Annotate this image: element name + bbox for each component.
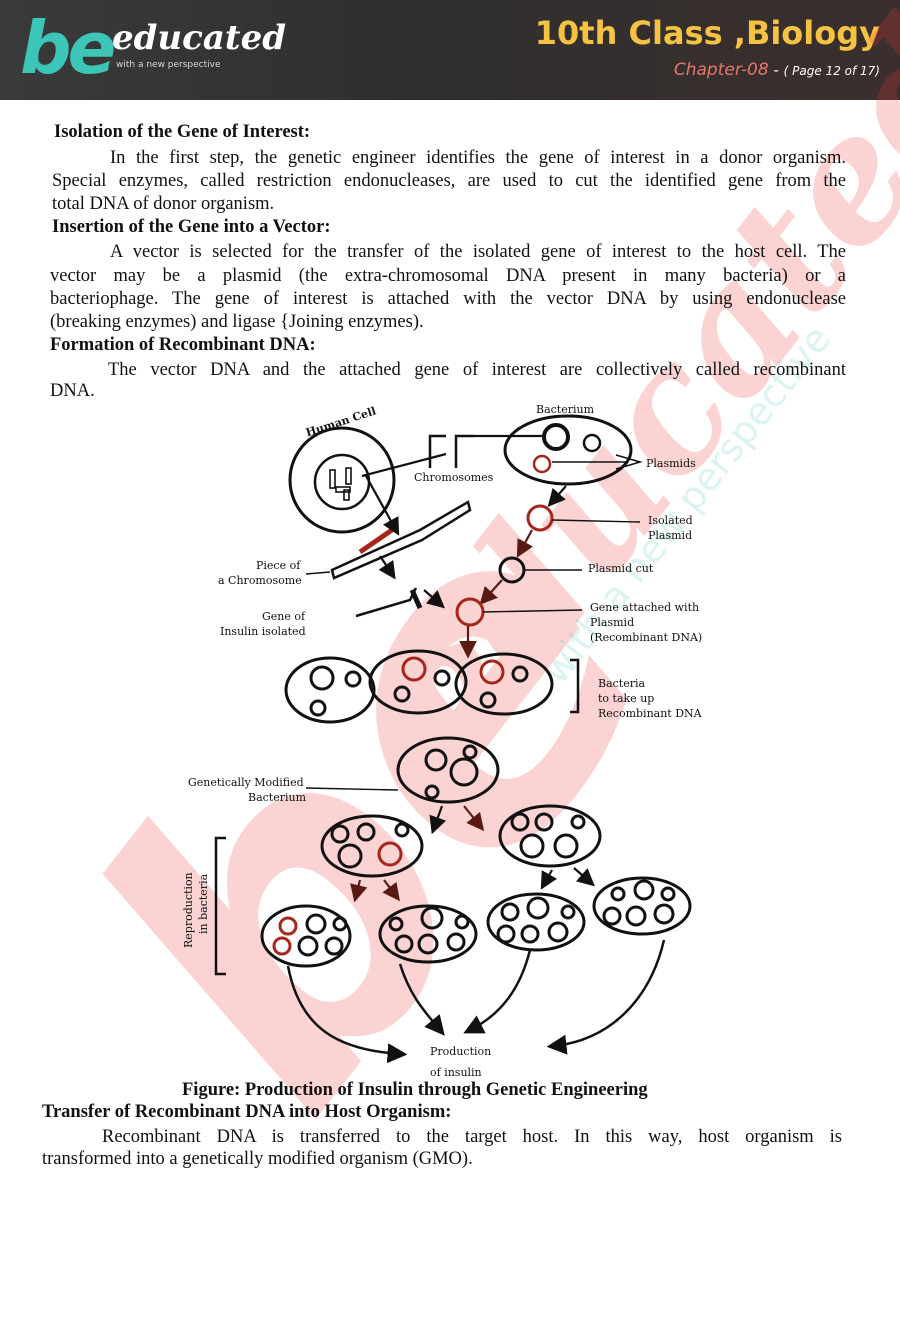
plasmid-cut <box>500 558 524 582</box>
label-isolated-plasmid-1: Isolated <box>648 514 693 527</box>
insulin-gene <box>356 588 416 616</box>
bacterium-gen3-4 <box>594 878 690 934</box>
isolated-plasmid <box>528 506 552 530</box>
label-piece-chromosome-2: a Chromosome <box>218 574 302 587</box>
label-bacteria-take-3: Recombinant DNA <box>598 707 703 720</box>
chromosome-piece <box>332 502 470 578</box>
label-chromosomes: Chromosomes <box>414 471 494 484</box>
label-gene-insulin-2: Insulin isolated <box>220 625 306 638</box>
cell-nucleus <box>315 455 369 509</box>
bacterium-row-1 <box>286 658 374 722</box>
label-gene-insulin-1: Gene of <box>262 610 306 623</box>
label-piece-chromosome-1: Piece of <box>256 559 301 572</box>
label-bacterium: Bacterium <box>536 403 595 416</box>
label-bacteria-take-1: Bacteria <box>598 677 646 690</box>
label-gm-bacterium-1: Genetically Modified <box>188 776 304 789</box>
bacterium-row-3 <box>456 654 552 714</box>
label-plasmid-cut: Plasmid cut <box>588 562 654 575</box>
label-isolated-plasmid-2: Plasmid <box>648 529 692 542</box>
label-reproduction-1: Reproduction <box>182 872 195 948</box>
label-plasmids: Plasmids <box>646 457 696 470</box>
recombinant-plasmid <box>457 599 483 625</box>
label-bacteria-take-2: to take up <box>598 692 654 705</box>
label-gene-attached-1: Gene attached with <box>590 601 699 614</box>
label-gm-bacterium-2: Bacterium <box>248 791 307 804</box>
bacterium-top <box>505 416 631 484</box>
label-reproduction-2: in bacteria <box>197 873 210 934</box>
label-production-2: of insulin <box>430 1066 482 1079</box>
label-gene-attached-3: (Recombinant DNA) <box>590 631 702 644</box>
chromosome-icons <box>330 468 351 500</box>
label-production-1: Production <box>430 1045 491 1058</box>
label-gene-attached-2: Plasmid <box>590 616 634 629</box>
human-cell <box>290 428 394 532</box>
gm-bacterium <box>398 738 498 802</box>
